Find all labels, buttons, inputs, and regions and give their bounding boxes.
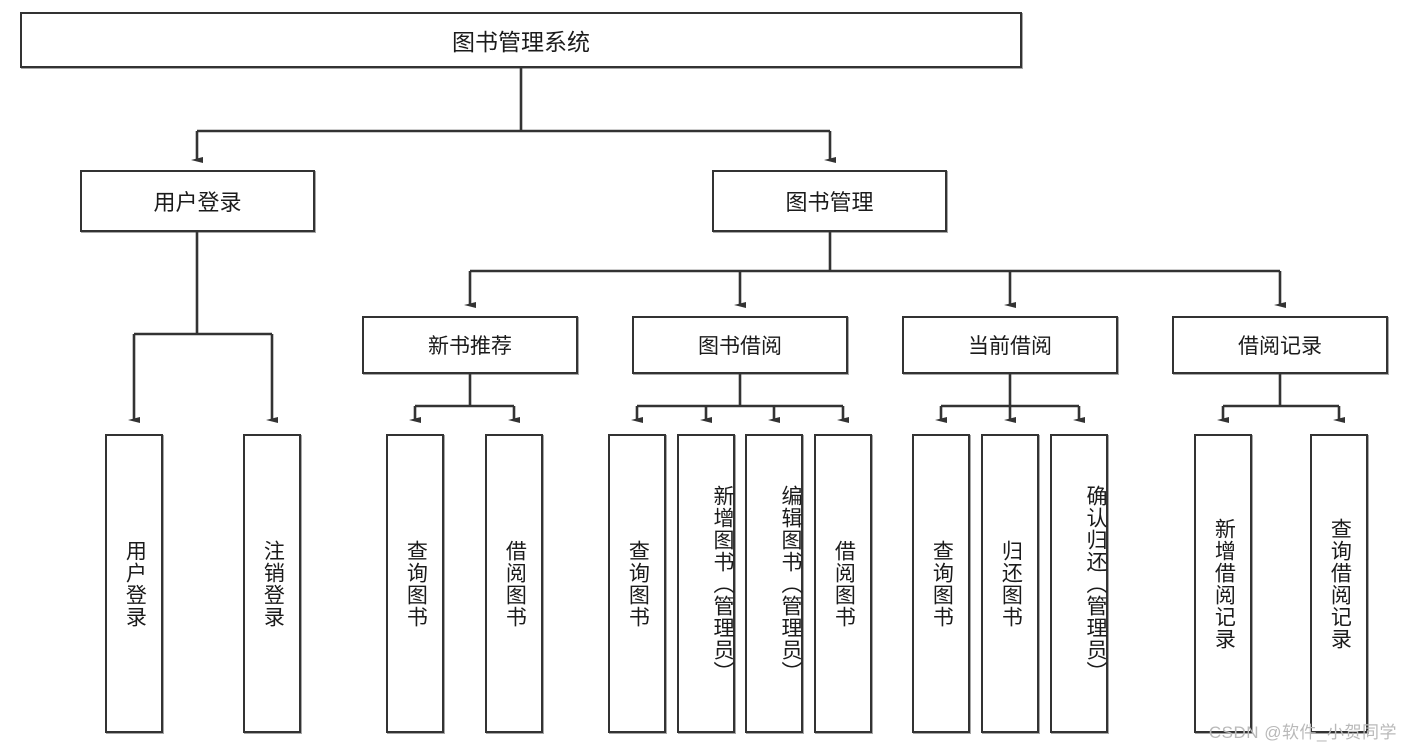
leaf-borrow-record-query[interactable]: 查询借阅记录: [1310, 434, 1368, 733]
node-label: 图书管理: [785, 190, 874, 215]
leaf-current-borrow-query[interactable]: 查询图书: [912, 434, 970, 733]
node-label: 用户登录: [153, 190, 242, 215]
leaf-user-login-logout[interactable]: 注销登录: [243, 434, 301, 733]
node-label: 注销登录: [261, 539, 285, 628]
node-label: 查询图书: [404, 539, 428, 628]
node-label: 新书推荐: [428, 335, 512, 358]
node-label: 用户登录: [123, 539, 147, 628]
leaf-book-borrow-edit[interactable]: 编辑图书（管理员）: [745, 434, 803, 733]
leaf-book-borrow-add[interactable]: 新增图书（管理员）: [677, 434, 735, 733]
node-label: 新增图书（管理员）: [711, 484, 734, 683]
node-label: 确认归还（管理员）: [1084, 484, 1107, 683]
node-label: 借阅记录: [1238, 335, 1322, 358]
node-label: 图书管理系统: [452, 29, 590, 55]
node-user-login[interactable]: 用户登录: [80, 170, 315, 232]
leaf-new-book-borrow[interactable]: 借阅图书: [485, 434, 543, 733]
node-label: 借阅图书: [832, 539, 856, 628]
leaf-borrow-record-add[interactable]: 新增借阅记录: [1194, 434, 1252, 733]
node-new-book-recommendation[interactable]: 新书推荐: [362, 316, 578, 374]
node-label: 新增借阅记录: [1212, 517, 1236, 650]
node-label: 查询借阅记录: [1328, 517, 1352, 650]
node-label: 归还图书: [999, 539, 1023, 628]
csdn-watermark: CSDN @软件_小贺同学: [1208, 723, 1397, 742]
node-label: 查询图书: [930, 539, 954, 628]
leaf-book-borrow-query[interactable]: 查询图书: [608, 434, 666, 733]
leaf-current-borrow-confirm-return[interactable]: 确认归还（管理员）: [1050, 434, 1108, 733]
node-current-borrowing[interactable]: 当前借阅: [902, 316, 1118, 374]
node-book-borrowing[interactable]: 图书借阅: [632, 316, 848, 374]
node-label: 当前借阅: [968, 335, 1052, 358]
node-label: 图书借阅: [698, 335, 782, 358]
leaf-new-book-query[interactable]: 查询图书: [386, 434, 444, 733]
node-root-book-management-system[interactable]: 图书管理系统: [20, 12, 1022, 68]
node-label: 查询图书: [626, 539, 650, 628]
node-book-management[interactable]: 图书管理: [712, 170, 947, 232]
leaf-current-borrow-return[interactable]: 归还图书: [981, 434, 1039, 733]
leaf-book-borrow-borrow[interactable]: 借阅图书: [814, 434, 872, 733]
leaf-user-login-login[interactable]: 用户登录: [105, 434, 163, 733]
node-label: 借阅图书: [503, 539, 527, 628]
node-borrowing-records[interactable]: 借阅记录: [1172, 316, 1388, 374]
node-label: 编辑图书（管理员）: [779, 484, 802, 683]
